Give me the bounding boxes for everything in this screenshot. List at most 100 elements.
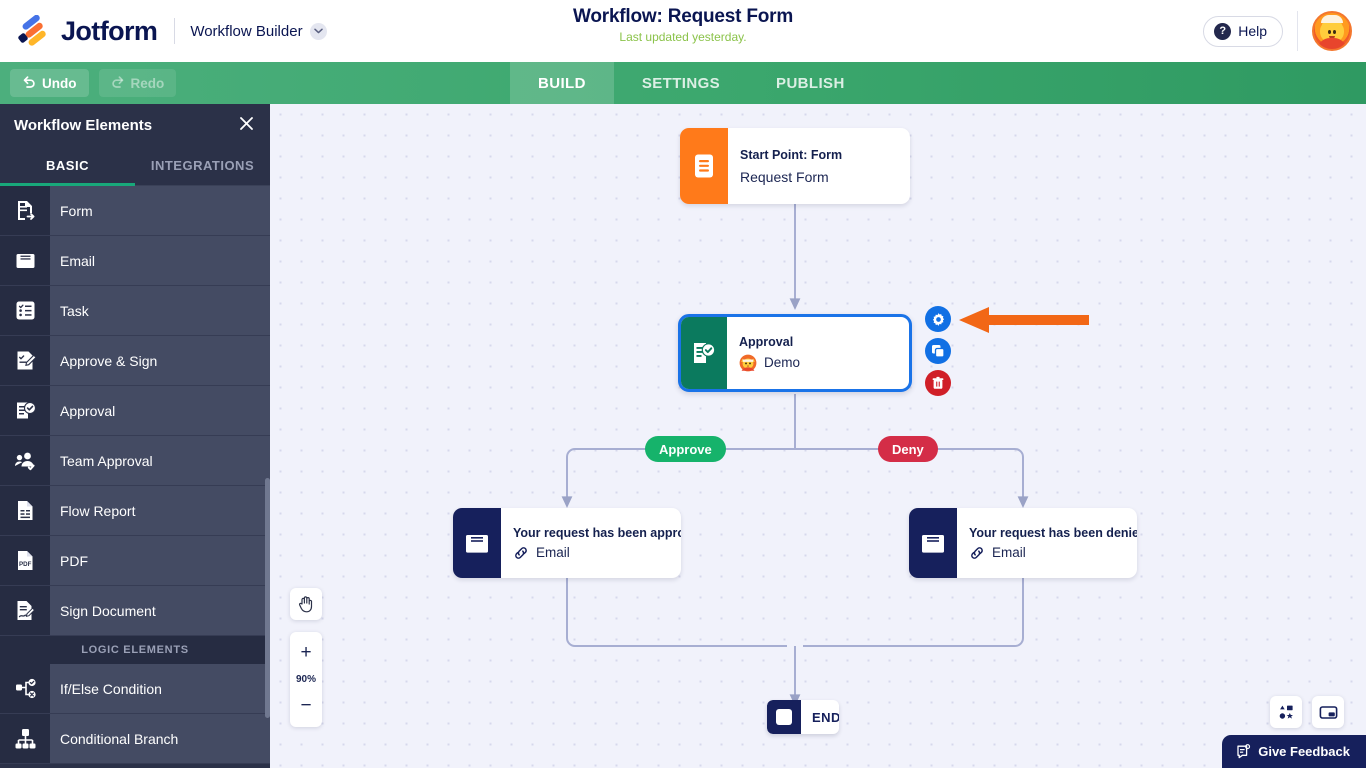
cat-avatar-icon bbox=[739, 354, 757, 371]
help-button-label: Help bbox=[1238, 23, 1267, 39]
node-duplicate-button[interactable] bbox=[925, 338, 951, 364]
node-subtitle: Email bbox=[536, 545, 570, 560]
redo-button-label: Redo bbox=[130, 75, 165, 91]
tab-basic[interactable]: BASIC bbox=[0, 146, 135, 186]
sidebar-item-team-approval[interactable]: Team Approval bbox=[0, 436, 270, 486]
node-delete-button[interactable] bbox=[925, 370, 951, 396]
jotform-logo[interactable]: Jotform bbox=[18, 14, 158, 47]
node-start-point[interactable]: Start Point: Form Request Form bbox=[680, 128, 910, 204]
sidebar-tabs: BASIC INTEGRATIONS bbox=[0, 146, 270, 186]
tab-settings[interactable]: SETTINGS bbox=[641, 74, 721, 92]
tab-integrations[interactable]: INTEGRATIONS bbox=[150, 158, 255, 173]
avatar-eye-right bbox=[1333, 30, 1336, 34]
sidebar-item-label: Form bbox=[60, 202, 93, 219]
give-feedback-button[interactable]: Give Feedback bbox=[1222, 735, 1366, 768]
sidebar-item-label: PDF bbox=[60, 552, 88, 569]
shapes-elements-icon bbox=[1279, 705, 1293, 719]
node-subtitle: Email bbox=[992, 545, 1026, 560]
pan-tool-button[interactable] bbox=[290, 588, 322, 620]
sidebar-item-flow-report[interactable]: Flow Report bbox=[0, 486, 270, 536]
stop-square-icon bbox=[767, 700, 801, 734]
copy-icon bbox=[932, 345, 945, 358]
build-toolbar: Undo Redo BUILD SETTINGS PUBLISH bbox=[0, 62, 1366, 104]
if-else-condition-icon bbox=[0, 664, 50, 713]
zoom-in-button[interactable]: + bbox=[300, 642, 312, 663]
sidebar-item-form[interactable]: Form bbox=[0, 186, 270, 236]
sidebar-title: Workflow Elements bbox=[14, 116, 153, 134]
question-mark-icon: ? bbox=[1214, 22, 1232, 40]
branch-label-deny[interactable]: Deny bbox=[878, 436, 938, 462]
sign-document-icon bbox=[0, 586, 50, 635]
node-settings-button[interactable] bbox=[925, 306, 951, 332]
sidebar-item-approval[interactable]: Approval bbox=[0, 386, 270, 436]
workflow-elements-sidebar: Workflow Elements BASIC INTEGRATIONS For… bbox=[0, 104, 270, 768]
sidebar-item-conditional-branch[interactable]: Conditional Branch bbox=[0, 714, 270, 764]
sidebar-item-sign-document[interactable]: Sign Document bbox=[0, 586, 270, 636]
sidebar-item-label: If/Else Condition bbox=[60, 680, 162, 697]
workflow-builder-label: Workflow Builder bbox=[190, 22, 303, 40]
sidebar-section-logic-elements: LOGIC ELEMENTS bbox=[0, 636, 270, 664]
header-right-controls: ? Help bbox=[1203, 11, 1352, 51]
sidebar-item-approve-sign[interactable]: Approve & Sign bbox=[0, 336, 270, 386]
workflow-builder-dropdown[interactable]: Workflow Builder bbox=[190, 22, 327, 40]
sidebar-scrollbar[interactable] bbox=[265, 478, 270, 718]
task-checklist-icon bbox=[0, 286, 50, 335]
avatar[interactable] bbox=[1312, 11, 1352, 51]
email-icon bbox=[0, 236, 50, 285]
avatar-face bbox=[1320, 20, 1344, 43]
avatar-eye-left bbox=[1328, 30, 1331, 34]
sidebar-item-label: Flow Report bbox=[60, 502, 136, 519]
envelope-icon bbox=[453, 508, 501, 578]
sidebar-header: Workflow Elements bbox=[0, 104, 270, 146]
undo-button-label: Undo bbox=[42, 75, 77, 91]
node-subtitle-wrap: Demo bbox=[739, 354, 800, 372]
link-icon bbox=[971, 546, 983, 559]
header-divider bbox=[174, 18, 176, 44]
node-approval[interactable]: Approval Demo bbox=[678, 314, 912, 392]
zoom-level-label: 90% bbox=[295, 674, 316, 685]
sidebar-item-pdf[interactable]: PDF PDF bbox=[0, 536, 270, 586]
undo-button[interactable]: Undo bbox=[10, 69, 89, 97]
close-icon[interactable] bbox=[239, 116, 254, 135]
sidebar-item-label: Task bbox=[60, 302, 89, 319]
sidebar-item-label: Approval bbox=[60, 402, 116, 419]
header-divider-2 bbox=[1297, 11, 1298, 51]
link-icon bbox=[515, 546, 527, 559]
node-end-label: END bbox=[812, 709, 839, 725]
sidebar-item-task[interactable]: Task bbox=[0, 286, 270, 336]
node-email-approved[interactable]: Your request has been appro... Email bbox=[453, 508, 681, 578]
node-title: Approval bbox=[739, 334, 794, 349]
main-tabs: BUILD SETTINGS PUBLISH bbox=[510, 62, 873, 104]
give-feedback-label: Give Feedback bbox=[1258, 744, 1350, 759]
zoom-out-button[interactable]: − bbox=[300, 695, 312, 716]
redo-button[interactable]: Redo bbox=[98, 69, 177, 97]
envelope-icon bbox=[909, 508, 957, 578]
sidebar-item-label: Sign Document bbox=[60, 602, 156, 619]
help-button[interactable]: ? Help bbox=[1203, 15, 1283, 47]
branch-label-approve[interactable]: Approve bbox=[645, 436, 726, 462]
redo-arrow-icon bbox=[111, 75, 125, 91]
tab-build[interactable]: BUILD bbox=[510, 62, 614, 104]
sidebar-item-email[interactable]: Email bbox=[0, 236, 270, 286]
avatar-hair bbox=[1321, 15, 1343, 23]
chevron-down-icon[interactable] bbox=[309, 22, 327, 40]
trash-icon bbox=[932, 376, 944, 389]
node-end[interactable]: END bbox=[767, 700, 839, 734]
sidebar-item-if-else-condition[interactable]: If/Else Condition bbox=[0, 664, 270, 714]
minimap-button[interactable] bbox=[1312, 696, 1344, 728]
tab-publish[interactable]: PUBLISH bbox=[776, 74, 845, 92]
gear-icon bbox=[932, 312, 944, 326]
svg-text:PDF: PDF bbox=[19, 561, 32, 568]
node-subtitle: Request Form bbox=[740, 168, 829, 185]
node-email-denied[interactable]: Your request has been denied. Email bbox=[909, 508, 1137, 578]
jotform-logo-text: Jotform bbox=[61, 15, 158, 46]
workflow-canvas[interactable]: Start Point: Form Request Form Approval bbox=[270, 104, 1366, 768]
approval-check-icon bbox=[0, 386, 50, 435]
feedback-icon bbox=[1237, 744, 1251, 759]
avatar-mouth bbox=[1329, 36, 1335, 39]
minimap-icon bbox=[1319, 705, 1337, 719]
elements-panel-button[interactable] bbox=[1270, 696, 1302, 728]
pointer-arrow bbox=[959, 307, 1089, 333]
sidebar-item-label: Team Approval bbox=[60, 452, 153, 469]
